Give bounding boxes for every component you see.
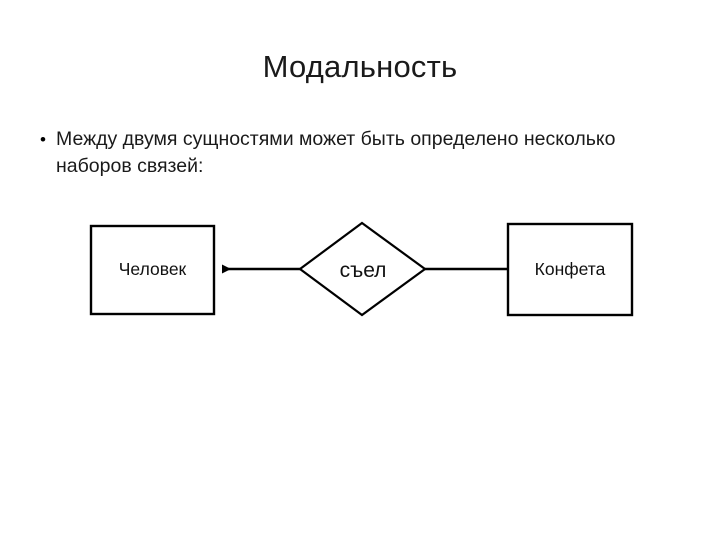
entity-label-candy: Конфета bbox=[535, 259, 606, 279]
er-diagram: Человек съел Конфета bbox=[0, 200, 720, 340]
bullet-marker-icon: • bbox=[40, 130, 46, 149]
entity-box-candy[interactable] bbox=[506, 222, 634, 317]
bullet-list: • Между двумя сущностями может быть опре… bbox=[30, 126, 680, 180]
bullet-text: Между двумя сущностями может быть опреде… bbox=[56, 128, 616, 177]
relationship-label-ate: съел bbox=[340, 259, 387, 282]
entity-box-person[interactable] bbox=[89, 224, 216, 316]
list-item: • Между двумя сущностями может быть опре… bbox=[30, 126, 680, 180]
page-title: Модальность bbox=[262, 49, 458, 84]
entity-label-person: Человек bbox=[119, 259, 187, 279]
relationship-diamond-ate[interactable] bbox=[298, 221, 427, 317]
